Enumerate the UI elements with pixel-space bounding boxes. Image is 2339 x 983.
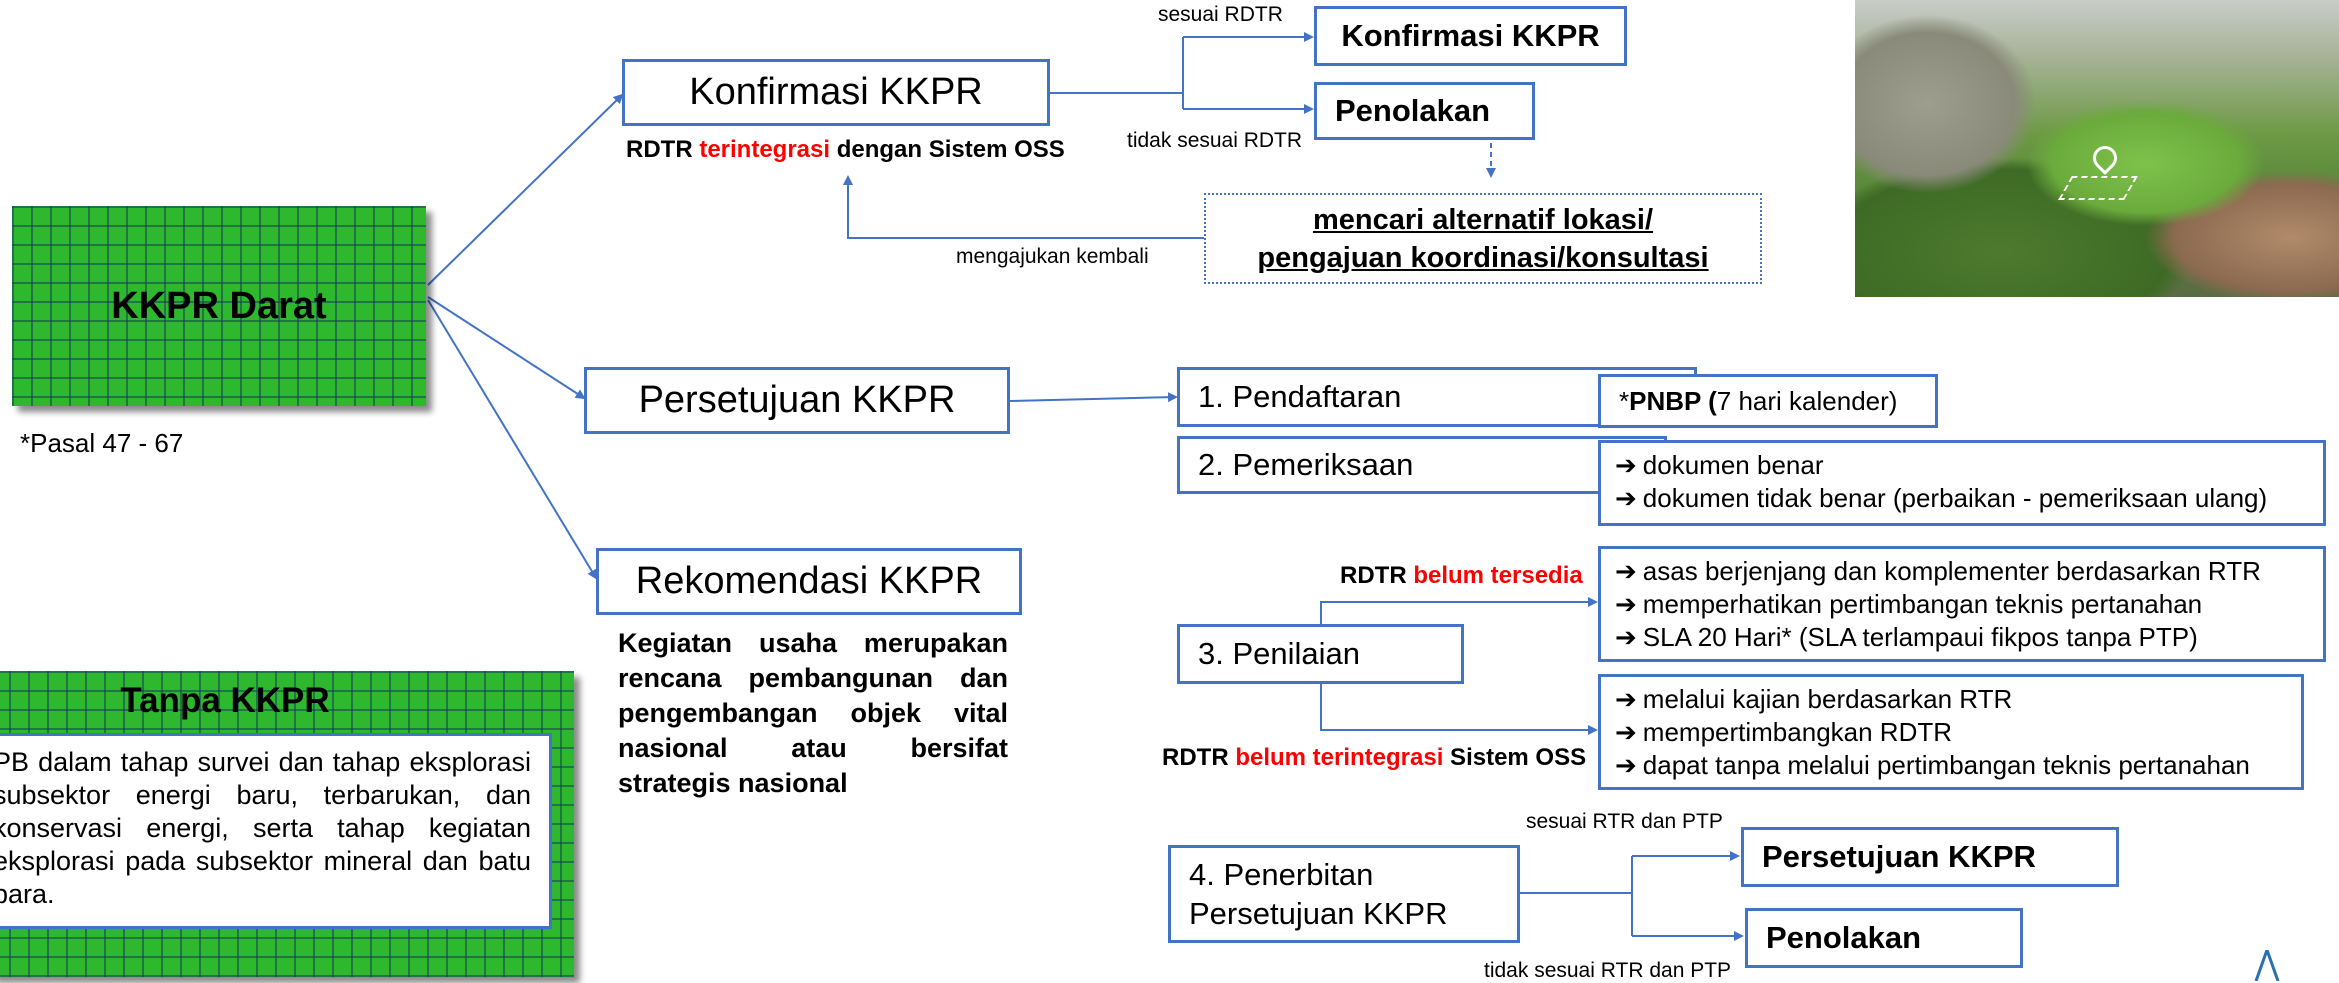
arrow-right-icon: ➔	[1615, 717, 1637, 747]
pnbp-rest: 7 hari kalender)	[1716, 385, 1898, 416]
arrow-right-icon: ➔	[1615, 684, 1637, 714]
label-sesuai-rdtr: sesuai RDTR	[1158, 3, 1283, 26]
tanpa-kkpr-panel: Tanpa KKPR PB dalam tahap survei dan tah…	[0, 671, 574, 977]
step-pendaftaran-label: 1. Pendaftaran	[1198, 379, 1402, 414]
result-konfirmasi-kkpr-box: Konfirmasi KKPR	[1314, 6, 1627, 66]
konfirmasi-kkpr-box: Konfirmasi KKPR	[622, 59, 1050, 126]
penilaian-a-list: ➔asas berjenjang dan komplementer berdas…	[1598, 546, 2326, 662]
step-penerbitan-line-1: 4. Penerbitan	[1189, 857, 1374, 892]
penilaian-b-suffix: Sistem OSS	[1443, 744, 1587, 771]
arrow-to-persetujuan	[427, 296, 586, 400]
penilaian-a-item-text: SLA 20 Hari* (SLA terlampaui fikpos tanp…	[1642, 622, 2198, 652]
pemeriksaan-list: ➔dokumen benar ➔dokumen tidak benar (per…	[1598, 440, 2326, 526]
arrow-right-icon: ➔	[1615, 750, 1637, 780]
alternatif-lokasi-box: mencari alternatif lokasi/ pengajuan koo…	[1204, 193, 1762, 284]
konfirmasi-subtitle: RDTR terintegrasi dengan Sistem OSS	[626, 136, 1065, 164]
rekomendasi-kkpr-box: Rekomendasi KKPR	[596, 548, 1022, 615]
pnbp-bold: PNBP (	[1629, 385, 1717, 416]
arrow-to-konfirmasi	[427, 93, 624, 286]
penilaian-b-condition: RDTR belum terintegrasi Sistem OSS	[1162, 744, 1586, 772]
penilaian-b-item-text: dapat tanpa melalui pertimbangan teknis …	[1642, 750, 2250, 780]
penilaian-a-item: ➔memperhatikan pertimbangan teknis perta…	[1615, 588, 2309, 621]
penilaian-a-condition: RDTR belum tersedia	[1340, 562, 1583, 590]
rekomendasi-kkpr-label: Rekomendasi KKPR	[635, 560, 983, 602]
arrow-right-icon: ➔	[1615, 589, 1637, 619]
result-penolakan-label: Penolakan	[1335, 93, 1491, 128]
result-penolakan-box: Penolakan	[1314, 82, 1535, 140]
pnbp-box: *PNBP (7 hari kalender)	[1598, 374, 1938, 428]
label-mengajukan-kembali: mengajukan kembali	[956, 245, 1149, 268]
pemeriksaan-item: ➔dokumen benar	[1615, 449, 2309, 482]
penilaian-a-item-text: memperhatikan pertimbangan teknis pertan…	[1642, 589, 2203, 619]
label-tidak-sesuai-rdtr: tidak sesuai RDTR	[1127, 129, 1303, 152]
plot-outline	[2058, 176, 2138, 200]
aerial-photo	[1855, 0, 2339, 297]
penerbitan-persetujuan-label: Persetujuan KKPR	[1762, 839, 2036, 874]
penilaian-b-red: belum terintegrasi	[1235, 744, 1444, 771]
step-penerbitan-line-2: Persetujuan KKPR	[1189, 896, 1448, 931]
pnbp-prefix: *	[1619, 385, 1630, 416]
arrow-right-icon: ➔	[1615, 622, 1637, 652]
arrow-right-icon: ➔	[1615, 450, 1637, 480]
pasal-note: *Pasal 47 - 67	[20, 428, 184, 458]
penilaian-b-item: ➔melalui kajian berdasarkan RTR	[1615, 683, 2287, 716]
arrow-to-rekomendasi	[427, 299, 598, 580]
logo-icon	[2254, 950, 2280, 981]
penilaian-a-red: belum tersedia	[1413, 562, 1583, 589]
penilaian-b-item-text: mempertimbangkan RDTR	[1642, 717, 1953, 747]
kkpr-darat-node: KKPR Darat	[12, 206, 426, 406]
location-pin-icon	[2088, 141, 2122, 175]
penilaian-a-item: ➔asas berjenjang dan komplementer berdas…	[1615, 555, 2309, 588]
penilaian-b-item: ➔dapat tanpa melalui pertimbangan teknis…	[1615, 749, 2287, 782]
penerbitan-penolakan-box: Penolakan	[1745, 908, 2023, 968]
konfirmasi-subtitle-red: terintegrasi	[699, 136, 831, 163]
rekomendasi-description: Kegiatan usaha merupakan rencana pembang…	[618, 628, 1008, 798]
step-pemeriksaan-box: 2. Pemeriksaan	[1177, 436, 1667, 494]
penilaian-b-item-text: melalui kajian berdasarkan RTR	[1642, 684, 2013, 714]
step-penerbitan-box: 4. Penerbitan Persetujuan KKPR	[1168, 845, 1520, 943]
label-tidak-sesuai-rtr-ptp: tidak sesuai RTR dan PTP	[1484, 959, 1732, 982]
penilaian-a-prefix: RDTR	[1340, 562, 1414, 589]
step-penilaian-box: 3. Penilaian	[1177, 624, 1464, 684]
alternatif-line-2: pengajuan koordinasi/konsultasi	[1257, 241, 1709, 274]
konfirmasi-subtitle-prefix: RDTR	[626, 136, 700, 163]
konfirmasi-kkpr-label: Konfirmasi KKPR	[689, 71, 983, 113]
penilaian-a-item-text: asas berjenjang dan komplementer berdasa…	[1642, 556, 2261, 586]
persetujuan-kkpr-box: Persetujuan KKPR	[584, 367, 1010, 434]
kkpr-darat-label: KKPR Darat	[111, 284, 327, 327]
result-konfirmasi-kkpr-label: Konfirmasi KKPR	[1341, 18, 1600, 53]
tanpa-kkpr-title: Tanpa KKPR	[120, 681, 330, 720]
penerbitan-persetujuan-box: Persetujuan KKPR	[1741, 827, 2119, 887]
penilaian-b-prefix: RDTR	[1162, 744, 1236, 771]
label-sesuai-rtr-ptp: sesuai RTR dan PTP	[1526, 810, 1723, 833]
arrow-to-pendaftaran	[1009, 392, 1178, 403]
step-pemeriksaan-label: 2. Pemeriksaan	[1198, 447, 1414, 482]
persetujuan-kkpr-label: Persetujuan KKPR	[638, 379, 956, 421]
step-penilaian-label: 3. Penilaian	[1198, 636, 1361, 671]
tanpa-kkpr-body: PB dalam tahap survei dan tahap eksplora…	[0, 733, 552, 929]
arrow-penilaian-b	[1320, 684, 1598, 735]
konfirmasi-subtitle-suffix: dengan Sistem OSS	[830, 136, 1065, 163]
penilaian-a-item: ➔SLA 20 Hari* (SLA terlampaui fikpos tan…	[1615, 621, 2309, 654]
penilaian-b-item: ➔mempertimbangkan RDTR	[1615, 716, 2287, 749]
arrow-penilaian-a	[1320, 597, 1598, 624]
pemeriksaan-item-text: dokumen tidak benar (perbaikan - pemerik…	[1642, 483, 2268, 513]
arrow-mengajukan-kembali	[843, 175, 1204, 239]
arrow-right-icon: ➔	[1615, 483, 1637, 513]
penerbitan-penolakan-label: Penolakan	[1766, 920, 1922, 955]
alternatif-line-1: mencari alternatif lokasi/	[1312, 203, 1654, 236]
penilaian-b-list: ➔melalui kajian berdasarkan RTR ➔mempert…	[1598, 674, 2304, 790]
pemeriksaan-item-text: dokumen benar	[1642, 450, 1824, 480]
arrow-right-icon: ➔	[1615, 556, 1637, 586]
pemeriksaan-item: ➔dokumen tidak benar (perbaikan - pemeri…	[1615, 482, 2309, 515]
